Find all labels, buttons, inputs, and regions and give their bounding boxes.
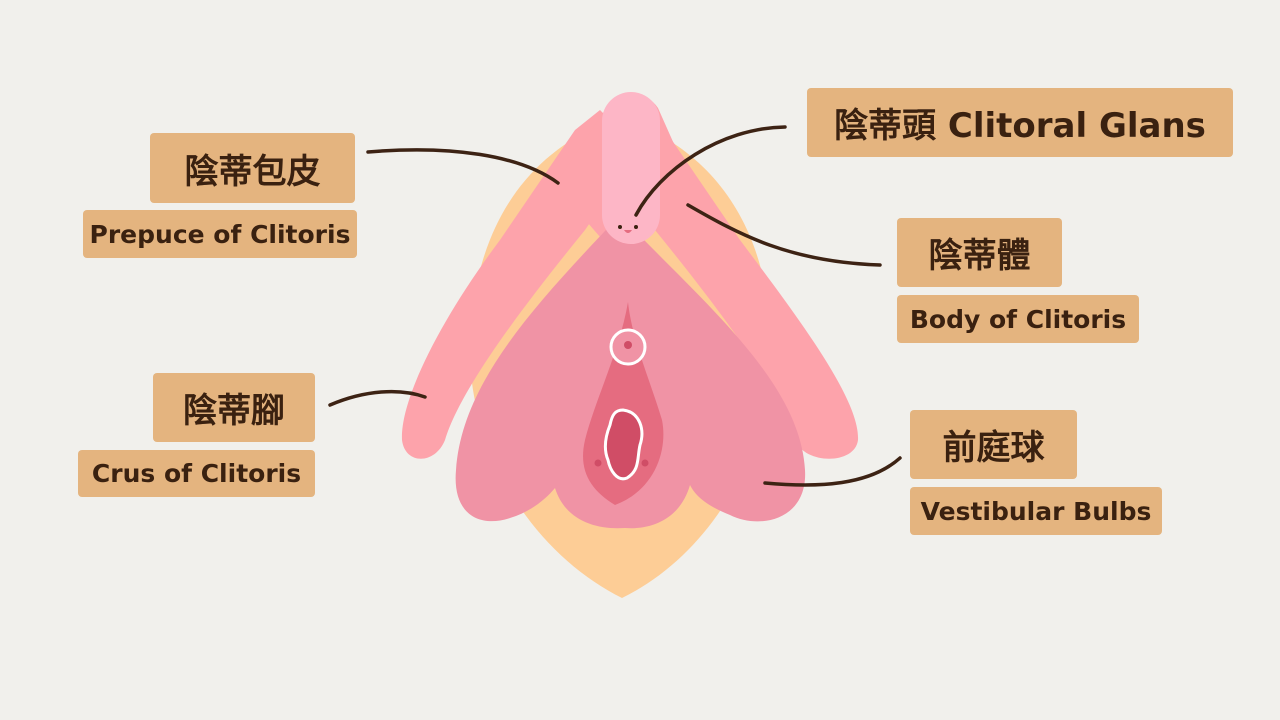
glans-eye-left — [618, 225, 622, 229]
label-body-en: Body of Clitoris — [897, 295, 1139, 343]
glans-eye-right — [634, 225, 638, 229]
label-body-zh: 陰蒂體 — [897, 218, 1062, 287]
leader-line-glans — [634, 125, 787, 217]
glans-smile — [624, 230, 632, 233]
leader-line-prepuce — [366, 148, 560, 185]
leader-line-crus — [328, 389, 427, 407]
clitoral-glans — [602, 92, 660, 244]
label-prepuce-en: Prepuce of Clitoris — [83, 210, 357, 258]
urethral-dot — [624, 341, 632, 349]
label-glans: 陰蒂頭 Clitoral Glans — [807, 88, 1233, 157]
vestibule-dot-right — [641, 459, 649, 467]
label-bulbs-zh: 前庭球 — [910, 410, 1077, 479]
leader-line-bulbs — [763, 456, 902, 487]
label-bulbs-en: Vestibular Bulbs — [910, 487, 1162, 535]
label-crus-en: Crus of Clitoris — [78, 450, 315, 497]
vestibule-dot-left — [594, 459, 602, 467]
vaginal-opening — [603, 408, 644, 481]
label-prepuce-zh: 陰蒂包皮 — [150, 133, 355, 203]
vestibule — [583, 302, 664, 505]
label-crus-zh: 陰蒂腳 — [153, 373, 315, 442]
leader-line-body — [686, 203, 882, 267]
